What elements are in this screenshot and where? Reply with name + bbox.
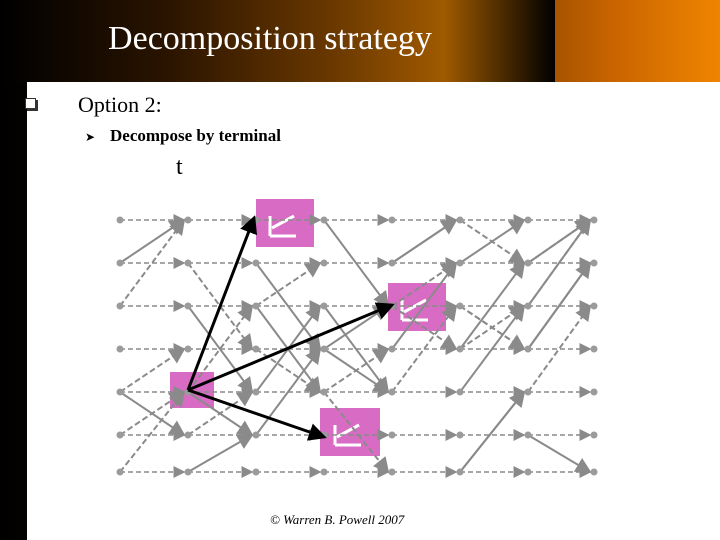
network-edge [323,347,390,393]
network-edge [459,261,526,350]
network-node [252,302,260,310]
network-edge [391,218,458,264]
bullet-decompose: Decompose by terminal [110,126,281,145]
network-node [524,431,532,439]
network-edge [187,433,254,473]
network-node [116,302,124,310]
decomposition-arrow [186,215,258,391]
network-edge [323,391,390,474]
network-edge [527,434,592,474]
network-node [320,259,328,267]
title-bar [0,0,555,82]
network-node [590,259,598,267]
network-edge [255,347,322,436]
network-node [252,259,260,267]
network-edge [459,218,526,264]
network-node [456,302,464,310]
network-node [456,345,464,353]
network-node [524,302,532,310]
network-node [590,216,598,224]
network-node [388,259,396,267]
network-node [590,388,598,396]
network-node [590,431,598,439]
network-node [116,388,124,396]
network-nodes [116,216,598,476]
network-node [252,388,260,396]
copyright-notice: © Warren B. Powell 2007 [270,512,405,527]
network-edge [119,218,186,264]
decomposition-arrow [187,302,395,392]
network-node [320,345,328,353]
network-node [388,431,396,439]
network-node [252,345,260,353]
network-edge [391,305,458,351]
square-bullet-icon [25,98,38,111]
network-edge [459,304,526,393]
network-node [184,431,192,439]
network-node [524,216,532,224]
network-node [456,468,464,476]
bullet-option: Option 2: [78,92,162,117]
network-edge [459,390,526,473]
network-node [320,388,328,396]
network-node [524,388,532,396]
network-node [456,216,464,224]
decomposition-arrows [186,215,395,441]
network-edge [527,218,592,264]
network-node [252,431,260,439]
network-node [184,468,192,476]
network-node [116,345,124,353]
network-edge [527,261,592,350]
network-node [184,216,192,224]
network-node [116,216,124,224]
network-node [590,302,598,310]
highlight-box [320,408,380,456]
network-node [590,468,598,476]
network-node [456,388,464,396]
network-node [388,216,396,224]
network-node [456,431,464,439]
network-edge [119,390,186,473]
decomposition-arrow [187,388,327,441]
network-edge [391,261,458,350]
time-label: t [176,154,183,180]
network-edge [119,347,186,393]
chevron-right-icon: ➤ [85,130,96,144]
network-node [184,302,192,310]
network-node [320,302,328,310]
network-node [388,468,396,476]
highlight-box [256,199,314,247]
network-node [524,259,532,267]
network-node [590,345,598,353]
network-edge [187,390,254,436]
network-node [116,259,124,267]
state-glyph [268,214,296,238]
network-node [116,431,124,439]
network-edge [255,348,322,394]
network-node [524,468,532,476]
network-edge [255,261,322,307]
network-node [184,259,192,267]
network-node [320,468,328,476]
network-node [456,259,464,267]
network-node [320,216,328,224]
network-node [252,468,260,476]
state-glyph [400,298,428,322]
network-node [524,345,532,353]
network-edge [323,304,390,350]
network-node [116,468,124,476]
slide-title: Decomposition strategy [108,20,432,57]
network-node [388,388,396,396]
network-node [184,345,192,353]
network-node [388,345,396,353]
